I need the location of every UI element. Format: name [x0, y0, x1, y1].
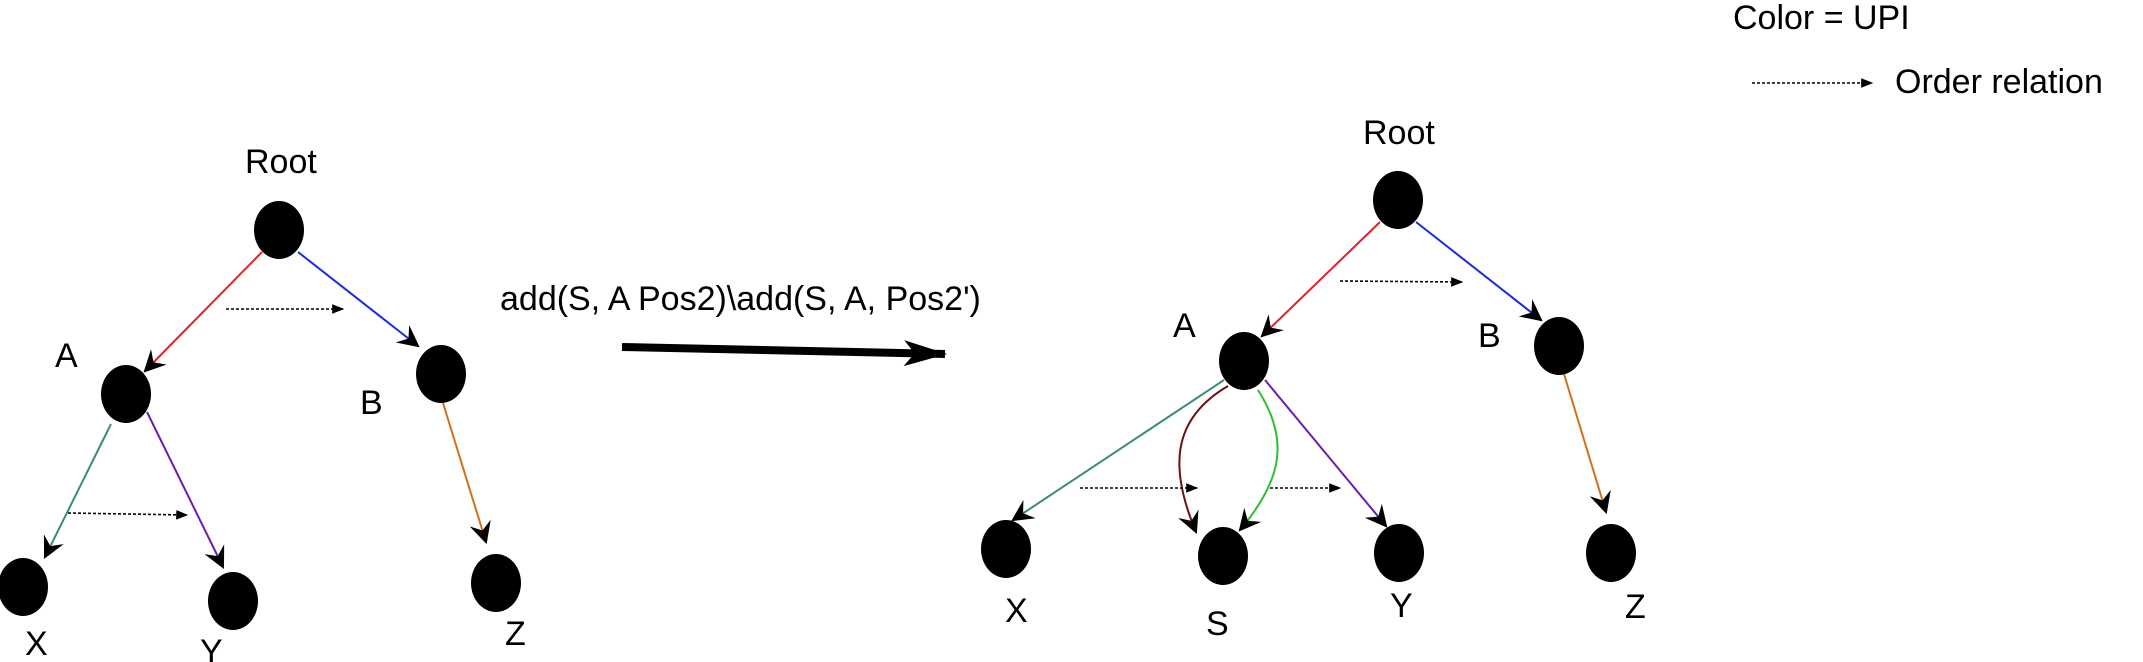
label-a-after: A — [1173, 307, 1196, 345]
node-x-after — [981, 520, 1031, 578]
edge-a-x — [43, 423, 112, 559]
node-z-after — [1586, 524, 1636, 582]
label-x-after: X — [1005, 592, 1028, 630]
label-y: Y — [200, 633, 223, 662]
label-y-after: Y — [1390, 587, 1413, 625]
order-arrow-a-b-after — [1339, 277, 1464, 287]
edge-a-x-after — [1011, 379, 1225, 522]
label-z: Z — [505, 615, 526, 653]
operation-label: add(S, A Pos2)\add(S, A, Pos2') — [500, 280, 981, 318]
label-z-after: Z — [1625, 588, 1646, 626]
legend: Color = UPI Order relation — [1733, 0, 2103, 101]
label-x: X — [25, 625, 48, 662]
node-root — [254, 201, 304, 259]
label-b-after: B — [1478, 317, 1501, 355]
edge-root-b — [297, 251, 420, 348]
node-root-after — [1373, 171, 1423, 229]
transform-arrow — [621, 340, 948, 367]
edge-b-z — [442, 402, 491, 545]
edge-a-s-green — [1238, 389, 1279, 532]
node-s-after — [1198, 527, 1248, 585]
edge-a-y — [146, 411, 225, 569]
edge-b-z-after — [1563, 373, 1611, 515]
node-x — [0, 558, 48, 616]
legend-color-label: Color = UPI — [1733, 0, 1910, 37]
label-s-after: S — [1206, 605, 1229, 643]
label-root: Root — [245, 143, 317, 181]
operation-group: add(S, A Pos2)\add(S, A, Pos2') — [500, 280, 981, 367]
order-arrow-x-y — [67, 510, 189, 520]
edge-root-a — [143, 251, 263, 373]
label-a: A — [55, 337, 78, 375]
legend-order-label: Order relation — [1895, 63, 2103, 101]
label-b: B — [360, 384, 383, 422]
node-y-after — [1374, 524, 1424, 582]
tree-after: Root A B X S Y Z — [981, 114, 1646, 643]
edge-root-b-after — [1415, 221, 1543, 322]
node-b-after — [1534, 317, 1584, 375]
edge-a-s-darkred — [1178, 385, 1229, 535]
node-b — [416, 345, 466, 403]
label-root-after: Root — [1363, 114, 1435, 152]
node-a-after — [1219, 332, 1269, 390]
node-y — [208, 572, 258, 630]
tree-before: Root A B X Y Z — [0, 143, 526, 662]
node-z — [471, 554, 521, 612]
edge-a-y-after — [1264, 379, 1388, 528]
edge-root-a-after — [1260, 221, 1381, 338]
node-a — [101, 365, 151, 423]
